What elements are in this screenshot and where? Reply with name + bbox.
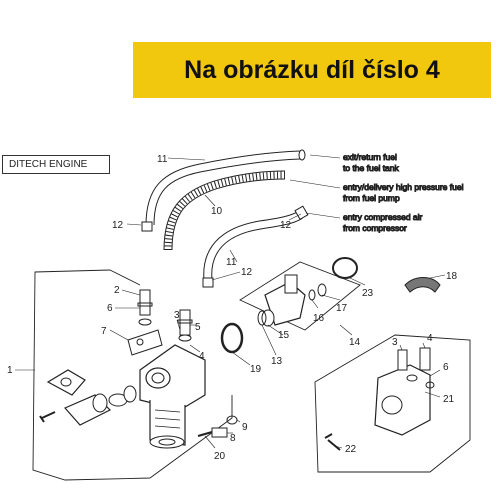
hose-nipple [177,309,193,342]
callout-15: 15 [278,330,290,341]
callout-10: 10 [211,206,223,217]
hose-clamp [294,205,309,221]
callout-4: 4 [199,351,205,362]
annotation-return: exit/return fuel to the fuel tank [343,152,400,173]
part-number-banner: Na obrázku díl číslo 4 [133,42,491,98]
hose-clamp [202,277,214,288]
callout-20: 20 [214,451,226,462]
callout-6: 6 [107,303,113,314]
callout-9: 9 [242,422,248,433]
callout-21: 21 [443,394,455,405]
callout-6: 6 [443,362,449,373]
callout-12: 12 [241,267,253,278]
hose-nipple [137,289,153,326]
pressure-regulator [261,274,306,327]
callout-14: 14 [349,337,361,348]
callout-2: 2 [114,285,120,296]
engine-label-box: DITECH ENGINE [2,155,110,174]
washer-17 [317,283,327,297]
screw-22 [324,433,341,451]
callout-8: 8 [230,433,236,444]
callout-3: 3 [392,337,398,348]
callout-23: 23 [362,288,374,299]
callout-12: 12 [280,220,292,231]
callout-17: 17 [336,303,348,314]
o-ring-large [332,257,358,279]
callout-22: 22 [345,444,357,455]
annotation-air: entry compressed air from compressor [343,212,425,233]
o-ring [220,322,244,354]
banner-text: Na obrázku díl číslo 4 [184,55,440,84]
callout-12: 12 [112,220,124,231]
washer-16 [308,289,316,301]
engine-label: DITECH ENGINE [9,159,88,170]
callout-13: 13 [271,356,283,367]
screw [39,411,56,423]
plug-8 [211,427,228,438]
hose-clip [404,277,441,293]
callout-1: 1 [7,365,13,376]
callout-11: 11 [157,154,168,165]
mounting-bracket [127,329,163,356]
fuel-rail-body [139,344,206,449]
injector-clamp [46,369,86,396]
callout-11: 11 [226,257,237,268]
hose-clamp [141,221,153,232]
callout-4: 4 [427,333,433,344]
callout-7: 7 [101,326,107,337]
callout-3: 3 [174,310,180,321]
callout-16: 16 [313,313,325,324]
assembly-frame-left [32,269,233,481]
assembly-frame-right [314,334,471,473]
injector [64,385,137,426]
callout-18: 18 [446,271,458,282]
screw-20 [197,431,213,437]
fuel-rail-inset [374,347,435,436]
callout-19: 19 [250,364,262,375]
callout-5: 5 [195,322,201,333]
annotation-delivery: entry/delivery high pressure fuel from f… [343,182,466,203]
